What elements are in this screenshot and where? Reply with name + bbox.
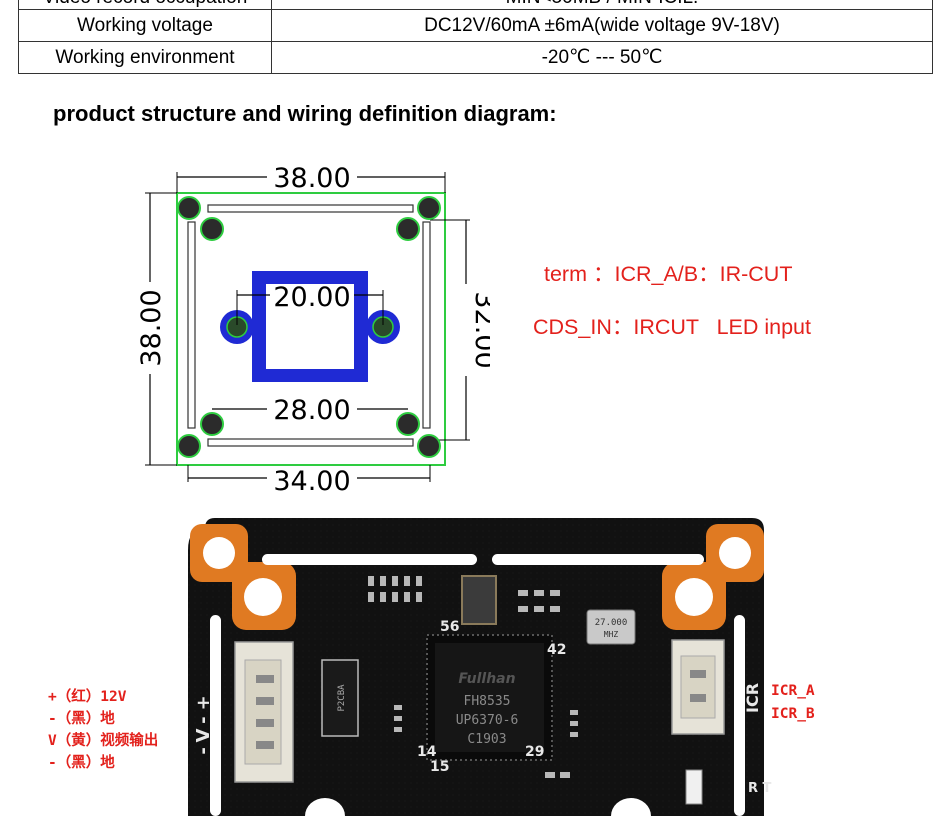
terminal-note-icr: term ：ICR_A/B：IR-CUT bbox=[544, 262, 793, 286]
chip-line: C1903 bbox=[467, 732, 506, 747]
crystal-label: MHZ bbox=[604, 630, 619, 639]
inner-rail bbox=[187, 221, 196, 429]
corner-pads bbox=[190, 524, 764, 630]
chip-line: FH8535 bbox=[464, 694, 511, 709]
spec-value: MIN<50MB / MIN·ICIL. bbox=[271, 0, 933, 10]
mount-holes bbox=[177, 196, 441, 458]
small-chip bbox=[321, 659, 359, 737]
icr-connector bbox=[671, 639, 725, 735]
inner-rail bbox=[207, 204, 414, 213]
chip-line: UP6370-6 bbox=[456, 713, 519, 728]
wire-label-video: V（黄）视频输出 bbox=[48, 733, 159, 749]
wire-label-gnd: -（黑）地 bbox=[48, 711, 115, 727]
icr-silk: ICR bbox=[743, 683, 762, 713]
terminal-note-cds: CDS_IN：IRCUT LED input bbox=[533, 315, 811, 339]
board-slots bbox=[210, 554, 745, 816]
pin-number: 42 bbox=[547, 642, 566, 658]
spec-value: DC12V/60mA ±6mA(wide voltage 9V-18V) bbox=[271, 9, 933, 42]
dim-inner-top: 20.00 bbox=[273, 282, 350, 313]
board-outline bbox=[176, 192, 446, 466]
main-chip: Fullhan FH8535 UP6370-6 C1903 bbox=[426, 634, 553, 761]
section-title: product structure and wiring definition … bbox=[53, 101, 557, 126]
dimension-diagram: 38.00 38.00 32.00 34.00 20.00 28.00 bbox=[136, 163, 490, 497]
connector-silk: -V-+ bbox=[193, 689, 214, 754]
wire-label-12v: +（红）12V bbox=[48, 689, 127, 705]
spec-label: Working environment bbox=[18, 41, 272, 74]
inner-rail bbox=[422, 221, 431, 429]
dim-inner-bottom: 28.00 bbox=[273, 395, 350, 426]
dim-right: 32.00 bbox=[469, 291, 490, 368]
smd-right bbox=[685, 769, 703, 805]
pcb-board-illustration: Fullhan FH8535 UP6370-6 C1903 56 42 14 1… bbox=[188, 518, 772, 816]
rt-silk: R T bbox=[748, 781, 772, 796]
spec-value: -20℃ --- 50℃ bbox=[271, 41, 933, 74]
smd-components bbox=[368, 576, 578, 778]
crystal bbox=[586, 609, 636, 645]
icr-label-b: ICR_B bbox=[771, 706, 815, 722]
chip-brand: Fullhan bbox=[458, 671, 515, 687]
power-connector bbox=[234, 641, 294, 783]
pin-number: 56 bbox=[440, 619, 459, 635]
wire-label-gnd: -（黑）地 bbox=[48, 755, 115, 771]
dim-top: 38.00 bbox=[273, 163, 350, 194]
dim-left: 38.00 bbox=[136, 289, 167, 366]
small-chip-label: P2CBA bbox=[337, 684, 347, 712]
inner-rail bbox=[207, 438, 414, 447]
mount-holes-pcb bbox=[203, 537, 751, 816]
crystal-label: 27.000 bbox=[595, 618, 628, 628]
spec-table: Video record occupation MIN<50MB / MIN·I… bbox=[18, 0, 933, 74]
pin-number: 14 bbox=[417, 744, 437, 760]
icr-label-a: ICR_A bbox=[771, 683, 815, 699]
dim-bottom: 34.00 bbox=[273, 466, 350, 497]
inductor bbox=[461, 575, 497, 625]
spec-row: Working environment -20℃ --- 50℃ bbox=[18, 41, 933, 74]
spec-label: Working voltage bbox=[18, 9, 272, 42]
spec-row: Working voltage DC12V/60mA ±6mA(wide vol… bbox=[18, 9, 933, 42]
pin-number: 29 bbox=[525, 744, 544, 760]
pin-number: 15 bbox=[430, 759, 449, 775]
spec-row: Video record occupation MIN<50MB / MIN·I… bbox=[18, 0, 933, 10]
spec-label: Video record occupation bbox=[18, 0, 272, 10]
